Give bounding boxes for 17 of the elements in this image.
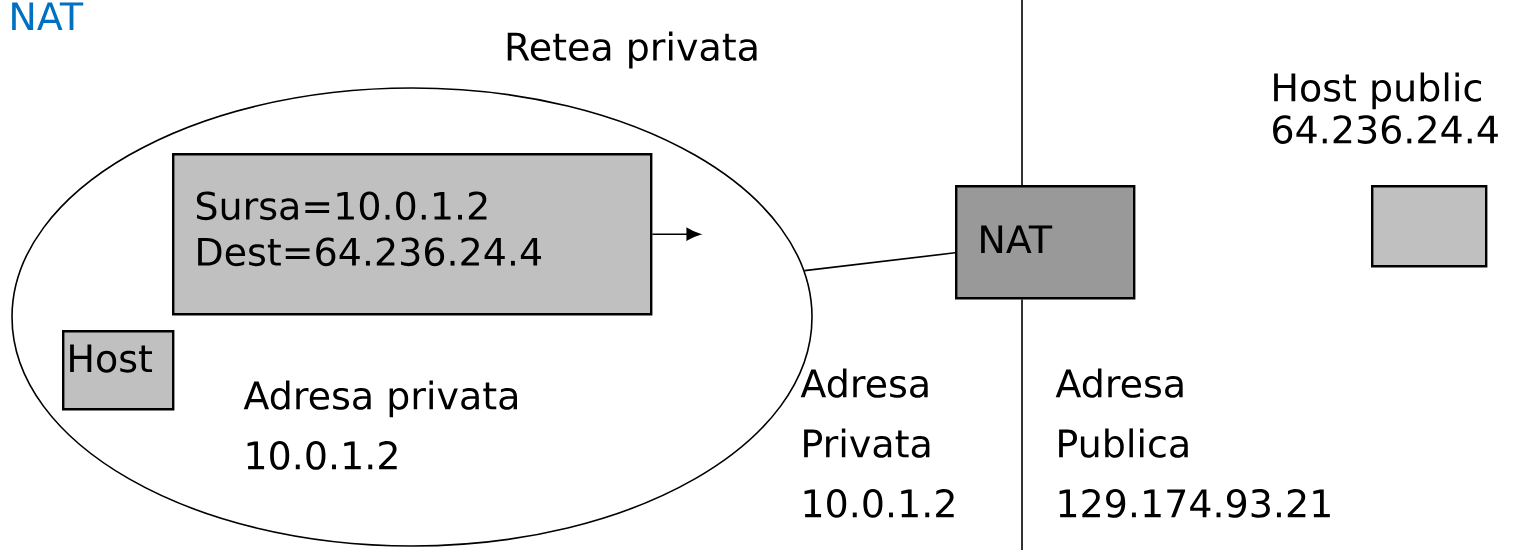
host-box xyxy=(62,330,175,411)
box-text: Sursa=10.0.1.2 Dest=64.236.24.4 xyxy=(196,191,541,267)
host-box xyxy=(1371,185,1488,268)
connector-line xyxy=(1021,0,1023,186)
arrow xyxy=(651,227,701,241)
address-label: Adresa privata 10.0.1.2 xyxy=(243,380,517,470)
box-text: NAT xyxy=(981,225,1053,254)
title: NAT xyxy=(12,2,84,31)
nat-box xyxy=(955,185,1136,300)
address-label: Adresa Privata 10.0.1.2 xyxy=(800,368,954,518)
host-label: Host public 64.236.24.4 xyxy=(1273,72,1498,144)
address-label: Adresa Publica 129.174.93.21 xyxy=(1055,368,1330,518)
node-label: Retea privata xyxy=(507,31,757,69)
box-text: Host xyxy=(70,344,153,373)
packet-box xyxy=(172,153,653,316)
connector-line xyxy=(1021,298,1023,550)
connector-line xyxy=(803,252,956,272)
